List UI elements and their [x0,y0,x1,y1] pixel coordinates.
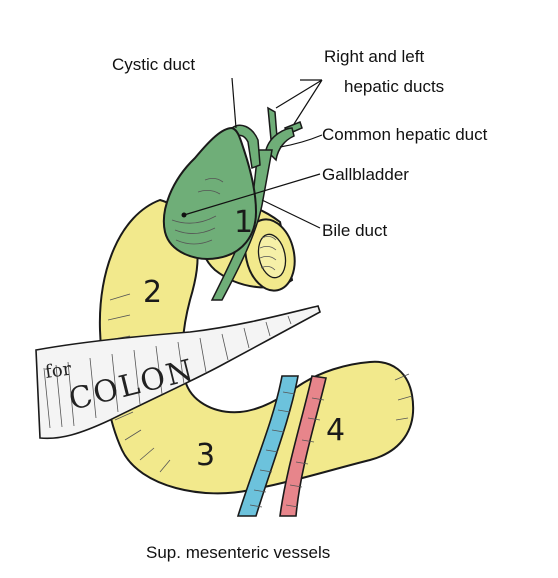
part-number-4: 4 [326,413,345,448]
leader-bile-duct [261,199,321,229]
leader-common-hepatic-duct [279,134,323,148]
leader-hepatic-ducts [275,79,323,125]
part-number-2: 2 [143,275,162,310]
label-bile-duct: Bile duct [322,221,387,240]
part-number-3: 3 [196,438,215,473]
label-common-hepatic-duct: Common hepatic duct [322,125,488,144]
label-hepatic-ducts-line1: Right and left [324,47,424,66]
colon-band: for COLON [35,305,321,440]
leader-lines [183,77,323,229]
label-sup-mesenteric-vessels: Sup. mesenteric vessels [146,543,330,562]
label-cystic-duct: Cystic duct [112,55,195,74]
leader-gallbladder [183,173,321,216]
leader-cystic-duct [231,77,237,129]
label-hepatic-ducts-line2: hepatic ducts [344,77,444,96]
label-gallbladder: Gallbladder [322,165,409,184]
common-hepatic-duct [265,127,295,162]
artery [279,375,327,517]
colon-for-text: for [44,358,73,382]
biliary-ducts [210,106,303,301]
colon-band-shape [35,305,321,440]
sup-mesenteric-vessels [236,375,327,517]
gallbladder [162,126,258,260]
part-number-1: 1 [234,205,253,240]
